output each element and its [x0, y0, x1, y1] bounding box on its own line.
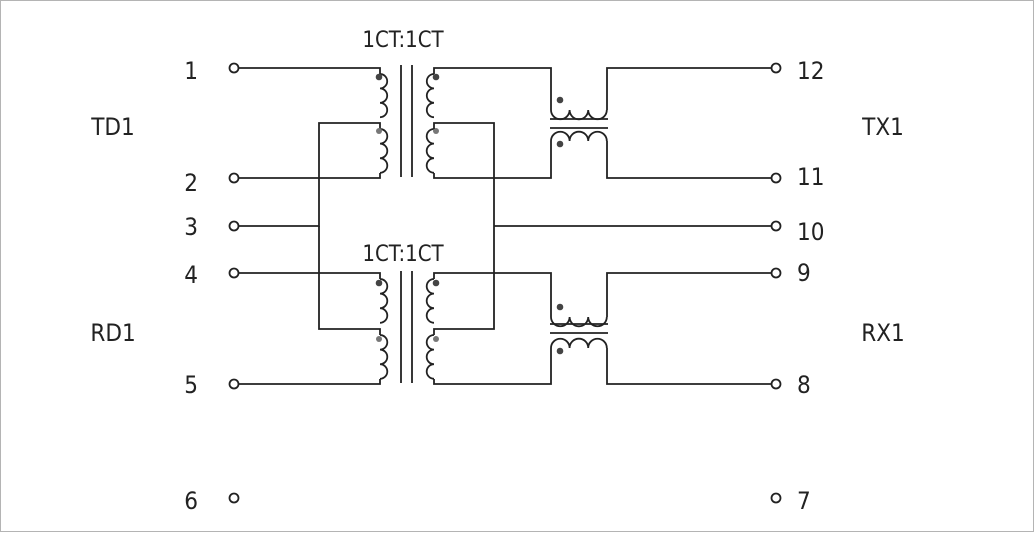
- polarity-dot: [556, 303, 564, 311]
- polarity-dot: [433, 336, 439, 342]
- transformer-2: [375, 271, 440, 383]
- polarity-dot: [376, 128, 382, 134]
- pin-label-11: 11: [797, 163, 824, 191]
- pin-label-9: 9: [797, 259, 811, 287]
- pin-label-8: 8: [797, 371, 811, 399]
- group-label-rd: RD1: [90, 319, 135, 347]
- pin-terminal-4: [228, 267, 240, 279]
- polarity-dot: [556, 347, 564, 355]
- pin-label-6: 6: [184, 487, 198, 515]
- transformer-2-ratio: 1CT:1CT: [362, 242, 444, 267]
- pin-label-7: 7: [797, 487, 811, 515]
- pin-terminal-1: [228, 62, 240, 74]
- polarity-dot: [375, 279, 383, 287]
- right-wiring: [433, 67, 771, 385]
- pin-terminal-9: [770, 267, 782, 279]
- pin-terminal-11: [770, 172, 782, 184]
- pin-label-1: 1: [184, 57, 198, 85]
- pin-terminals: [228, 62, 782, 504]
- transformer-1: [375, 65, 440, 177]
- polarity-dot: [556, 96, 564, 104]
- pin-terminal-3: [228, 220, 240, 232]
- group-label-tx: TX1: [861, 113, 904, 141]
- polarity-dot: [376, 336, 382, 342]
- pin-terminal-7: [770, 492, 782, 504]
- left-wiring: [239, 67, 381, 385]
- choke-rx: [550, 303, 608, 355]
- pin-label-2: 2: [184, 169, 198, 197]
- pin-terminal-10: [770, 220, 782, 232]
- choke-tx: [550, 96, 608, 148]
- pin-terminal-5: [228, 378, 240, 390]
- polarity-dot: [432, 279, 440, 287]
- pin-label-3: 3: [184, 213, 198, 241]
- transformer-1-ratio: 1CT:1CT: [362, 28, 444, 53]
- pin-terminal-12: [770, 62, 782, 74]
- pin-label-10: 10: [797, 218, 824, 246]
- pin-label-12: 12: [797, 57, 824, 85]
- polarity-dot: [433, 128, 439, 134]
- group-label-td: TD1: [90, 113, 135, 141]
- pin-terminal-8: [770, 378, 782, 390]
- polarity-dot: [556, 140, 564, 148]
- polarity-dot: [432, 73, 440, 81]
- pin-label-5: 5: [184, 371, 198, 399]
- pin-terminal-6: [228, 492, 240, 504]
- polarity-dot: [375, 73, 383, 81]
- group-label-rx: RX1: [861, 319, 905, 347]
- pin-terminal-2: [228, 172, 240, 184]
- pin-label-4: 4: [184, 261, 198, 289]
